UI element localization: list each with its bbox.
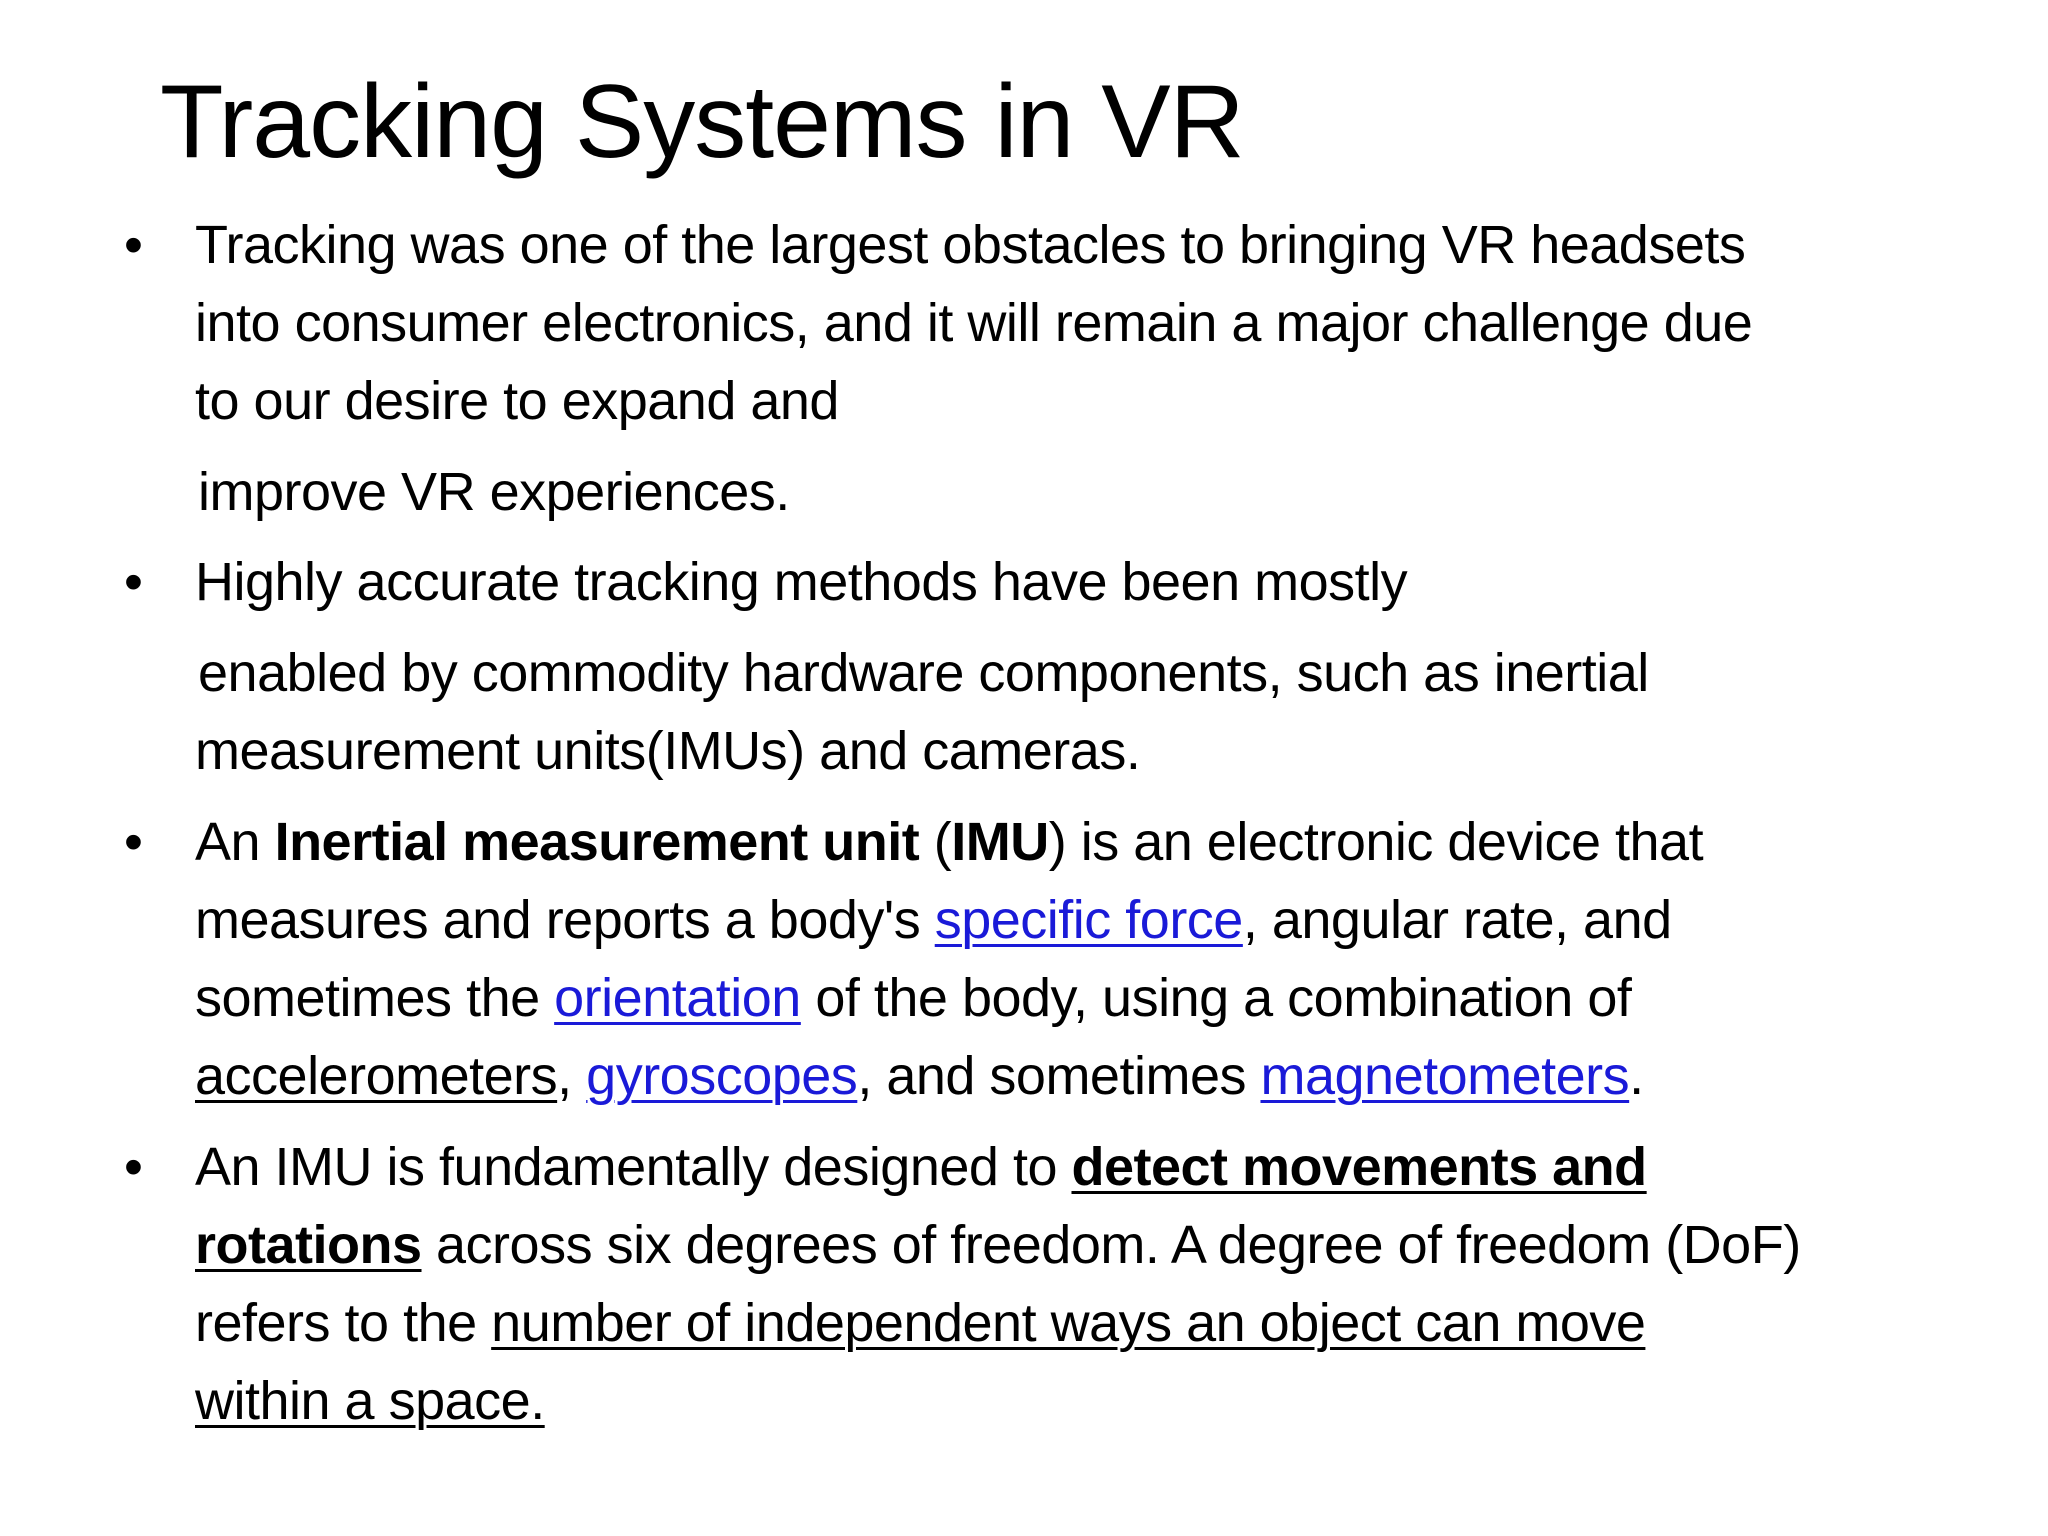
bullet-1-line-2: into consumer electronics, and it will r… [195, 293, 1753, 353]
text-span: ( [919, 812, 952, 872]
accelerometers-link[interactable]: accelerometers [195, 1046, 558, 1106]
emphasis-detect-movements: detect movements and [1071, 1137, 1647, 1197]
text-span: across six degrees of freedom. A degree … [421, 1215, 1801, 1275]
bullet-3-line-3: sometimes the orientation of the body, u… [195, 959, 1632, 1037]
bullet-3-line-2: measures and reports a body's specific f… [195, 881, 1672, 959]
specific-force-link[interactable]: specific force [934, 890, 1244, 950]
bullet-4-line-2: rotations across six degrees of freedom.… [195, 1206, 1801, 1284]
orientation-link[interactable]: orientation [554, 968, 801, 1028]
slide-title: Tracking Systems in VR [160, 64, 1245, 180]
bullet-4-line-1: An IMU is fundamentally designed to dete… [195, 1128, 1647, 1206]
bullet-3-line-4: accelerometers, gyroscopes, and sometime… [195, 1037, 1644, 1115]
text-span: of the body, using a combination of [800, 968, 1632, 1028]
bullet-3-line-1: An Inertial measurement unit (IMU) is an… [195, 803, 1704, 881]
text-span: An [195, 812, 275, 872]
text-span: . [1629, 1046, 1644, 1106]
text-span: refers to the [195, 1293, 492, 1353]
term-imu-abbrev: IMU [951, 812, 1049, 872]
text-span: , and sometimes [857, 1046, 1261, 1106]
term-imu-full: Inertial measurement unit [274, 812, 920, 872]
bullet-3-marker: • [124, 812, 143, 872]
bullet-4-line-3: refers to the number of independent ways… [195, 1284, 1646, 1362]
text-span: sometimes the [195, 968, 555, 1028]
bullet-2-line-3: measurement units(IMUs) and cameras. [195, 721, 1141, 781]
bullet-1-line-4: improve VR experiences. [198, 462, 790, 522]
bullet-1-line-3: to our desire to expand and [195, 371, 839, 431]
magnetometers-link[interactable]: magnetometers [1260, 1046, 1630, 1106]
text-span: , [557, 1046, 587, 1106]
bullet-1-line-1: Tracking was one of the largest obstacle… [195, 215, 1746, 275]
bullet-4-line-4: within a space. [195, 1362, 545, 1440]
bullet-2-marker: • [124, 552, 143, 612]
bullet-4-marker: • [124, 1137, 143, 1197]
underlined-definition: number of independent ways an object can… [491, 1293, 1646, 1353]
bullet-2-line-1: Highly accurate tracking methods have be… [195, 552, 1408, 612]
bullet-1-marker: • [124, 215, 143, 275]
gyroscopes-link[interactable]: gyroscopes [586, 1046, 858, 1106]
text-span: measures and reports a body's [195, 890, 935, 950]
underlined-definition-end: within a space. [195, 1371, 545, 1431]
text-span: An IMU is fundamentally designed to [195, 1137, 1072, 1197]
text-span: , angular rate, and [1242, 890, 1672, 950]
emphasis-rotations: rotations [195, 1215, 422, 1275]
text-span: ) is an electronic device that [1048, 812, 1704, 872]
bullet-2-line-2: enabled by commodity hardware components… [198, 643, 1649, 703]
